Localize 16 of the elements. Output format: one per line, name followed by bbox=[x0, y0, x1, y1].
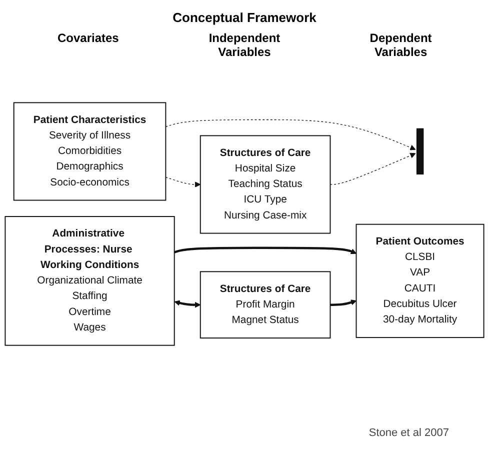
arrow bbox=[174, 300, 201, 308]
column-heading: Dependent Variables bbox=[368, 31, 433, 59]
arrow bbox=[165, 119, 416, 150]
node-box: Structures of Care Profit Margin Magnet Status bbox=[200, 271, 331, 338]
arrow bbox=[330, 152, 416, 185]
node-box: Patient Characteristics Severity of Illness Comorbidities Demographics Socio-economics bbox=[13, 102, 166, 201]
node-box: Patient Outcomes CLSBI VAP CAUTI Decubitus Ulcer 30-day Mortality bbox=[356, 224, 484, 338]
column-heading: Independent Variables bbox=[208, 31, 282, 59]
node-box: Administrative Processes: Nurse Working Conditions Organizational Climate Staffing Overtime Wages bbox=[4, 216, 175, 346]
arrow bbox=[174, 246, 357, 254]
column-heading: Covariates bbox=[56, 31, 120, 47]
arrow bbox=[330, 300, 357, 306]
citation-note: Stone et al 2007 bbox=[368, 427, 449, 439]
node-box: Structures of Care Hospital Size Teaching Status ICU Type Nursing Case-mix bbox=[200, 135, 331, 234]
diagram-title: Conceptual Framework bbox=[172, 10, 318, 25]
arrow bbox=[165, 176, 201, 188]
